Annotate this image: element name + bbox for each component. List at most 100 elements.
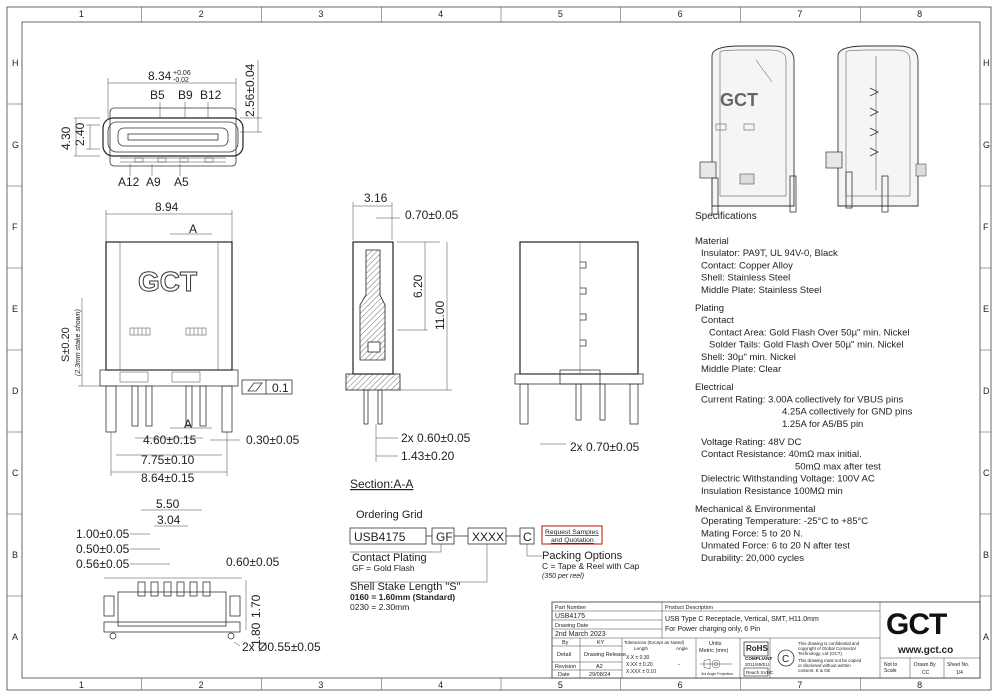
spec-line: Insulator: PA9T, UL 94V-0, Black xyxy=(701,248,838,259)
pin-label-a9: A9 xyxy=(146,175,161,189)
dim-stake: S±0.20 xyxy=(60,327,72,362)
grid-col-label: 1 xyxy=(79,680,84,690)
dim-section-070: 0.70±0.05 xyxy=(405,208,459,222)
spec-line: Durability: 20,000 cycles xyxy=(701,553,804,564)
dim-460: 4.60±0.15 xyxy=(143,433,197,447)
dim-section-060: 2x 0.60±0.05 xyxy=(401,431,471,445)
dim-top-width-tol-plus: +0.06 xyxy=(173,70,191,77)
grid-col-label: 6 xyxy=(678,680,683,690)
pin-label-b12: B12 xyxy=(200,88,222,102)
grid-col-label: 2 xyxy=(199,9,204,19)
spec-line: Material xyxy=(695,236,729,247)
stake-note: (2.3mm stake shown) xyxy=(75,309,82,376)
spec-line: 1.25A for A5/B5 pin xyxy=(782,419,863,430)
third-angle-symbol xyxy=(700,658,732,670)
tb-scale-label: Not to xyxy=(884,662,898,668)
tb-drawing-date: 2nd March 2023 xyxy=(555,631,606,638)
contact-plating-title: Contact Plating xyxy=(352,552,427,564)
front-logo: GCT xyxy=(138,266,197,297)
grid-row-label: C xyxy=(12,468,19,478)
tb-revision-label: Revision xyxy=(555,664,576,670)
dim-180: 1.80 xyxy=(249,622,263,646)
dim-050: 0.50±0.05 xyxy=(76,542,130,556)
pin-label-a5: A5 xyxy=(174,175,189,189)
grid-col-label: 8 xyxy=(917,680,922,690)
grid-col-label: 3 xyxy=(318,9,323,19)
grid-row-label: H xyxy=(983,58,990,68)
stake-option-2: 0230 = 2.30mm xyxy=(350,602,409,612)
tb-detail-label: Detail xyxy=(557,652,571,658)
tb-part-number-label: Part Number xyxy=(555,605,586,611)
dim-030: 0.30±0.05 xyxy=(246,433,300,447)
spec-line: Operating Temperature: -25°C to +85°C xyxy=(701,516,868,527)
tb-product-desc-1: USB Type C Receptacle, Vertical, SMT, H1… xyxy=(665,616,819,623)
request-samples-link[interactable]: Request Samples and Quotation xyxy=(541,525,603,545)
section-mark-bottom: A xyxy=(184,417,192,431)
spec-line: Insulation Resistance 100MΩ min xyxy=(701,486,843,497)
request-samples-line1[interactable]: Request Samples xyxy=(545,529,599,536)
dim-316: 3.16 xyxy=(364,191,388,205)
grid-col-label: 4 xyxy=(438,9,443,19)
spec-line: Mating Force: 5 to 20 N. xyxy=(701,528,803,539)
section-mark-top: A xyxy=(189,222,197,236)
dim-550: 5.50 xyxy=(156,497,180,511)
spec-line: Unmated Force: 6 to 20 N after test xyxy=(701,541,850,552)
dim-1100: 11.00 xyxy=(433,301,447,330)
grid-col-label: 7 xyxy=(797,9,802,19)
grid-row-label: G xyxy=(983,140,990,150)
spec-line: Contact Resistance: 40mΩ max initial. xyxy=(701,449,862,460)
dim-100: 1.00±0.05 xyxy=(76,527,130,541)
spec-line: Plating xyxy=(695,303,724,314)
specs-title: Specifications xyxy=(695,211,757,222)
tb-sheet-label: Sheet No. xyxy=(947,662,969,668)
grid-row-label: F xyxy=(983,222,989,232)
tb-logo: GCT xyxy=(886,608,947,641)
top-view: 8.34 +0.06 -0.02 B5 B9 B12 4.30 2.40 xyxy=(59,60,262,189)
pin-label-b9: B9 xyxy=(178,88,193,102)
tb-detail: Drawing Release xyxy=(584,652,626,658)
grid-row-label: B xyxy=(983,550,989,560)
title-block: Part Number USB4175 Drawing Date 2nd Mar… xyxy=(551,601,981,679)
grid-col-label: 2 xyxy=(199,680,204,690)
spec-line: Electrical xyxy=(695,382,734,393)
tb-tol-angle-val: - xyxy=(678,662,680,668)
tb-drawn-by-label: Drawn By xyxy=(914,662,936,668)
tb-revision: A2 xyxy=(596,664,603,670)
tb-units: Metric (mm) xyxy=(699,648,728,654)
tb-copyright-3: Technology, Ltd (GCT). xyxy=(798,651,843,656)
request-samples-line2[interactable]: and Quotation xyxy=(551,537,594,544)
packing-option: C = Tape & Reel with Cap xyxy=(542,561,640,571)
grid-row-label: F xyxy=(12,222,18,232)
grid-row-label: G xyxy=(12,140,19,150)
section-title: Section:A-A xyxy=(350,477,413,491)
copyright-icon xyxy=(777,649,795,667)
spec-line: Shell: 30µ" min. Nickel xyxy=(701,352,796,363)
tb-tol-label: Tolerances (Except as Noted) xyxy=(624,640,685,645)
grid-row-label: A xyxy=(12,632,18,642)
dim-top-height-outer: 4.30 xyxy=(59,126,73,150)
ordering-title: Ordering Grid xyxy=(356,509,423,521)
dim-top-width: 8.34 xyxy=(148,69,172,83)
tb-website[interactable]: www.gct.co xyxy=(897,645,953,656)
tb-product-desc-2: For Power charging only, 6 Pin xyxy=(665,626,760,633)
tb-tol-angle: Angle xyxy=(676,646,688,651)
tb-sheet: 1/4 xyxy=(956,670,963,676)
side-view: 2x 0.70±0.05 xyxy=(514,241,644,454)
tb-tol-3: X.XXX ± 0.10 xyxy=(626,669,656,675)
spec-line: Contact Area: Gold Flash Over 50µ" min. … xyxy=(709,327,910,338)
pin-label-b5: B5 xyxy=(150,88,165,102)
spec-line: Voltage Rating: 48V DC xyxy=(701,437,801,448)
dim-056: 0.56±0.05 xyxy=(76,557,130,571)
grid-col-label: 4 xyxy=(438,680,443,690)
grid-col-label: 6 xyxy=(678,9,683,19)
tb-units-label: Units xyxy=(709,641,722,647)
front-view: 8.94 A A GCT S±0.20 (2.3mm stake shown) xyxy=(60,200,300,485)
grid-row-label: E xyxy=(12,304,18,314)
tb-product-desc-label: Product Description xyxy=(665,605,713,611)
tb-drawing-date-label: Drawing Date xyxy=(555,623,588,629)
pcb-view: 5.50 3.04 1.00±0.05 0.50±0.05 0.56±0.05 … xyxy=(76,497,321,654)
